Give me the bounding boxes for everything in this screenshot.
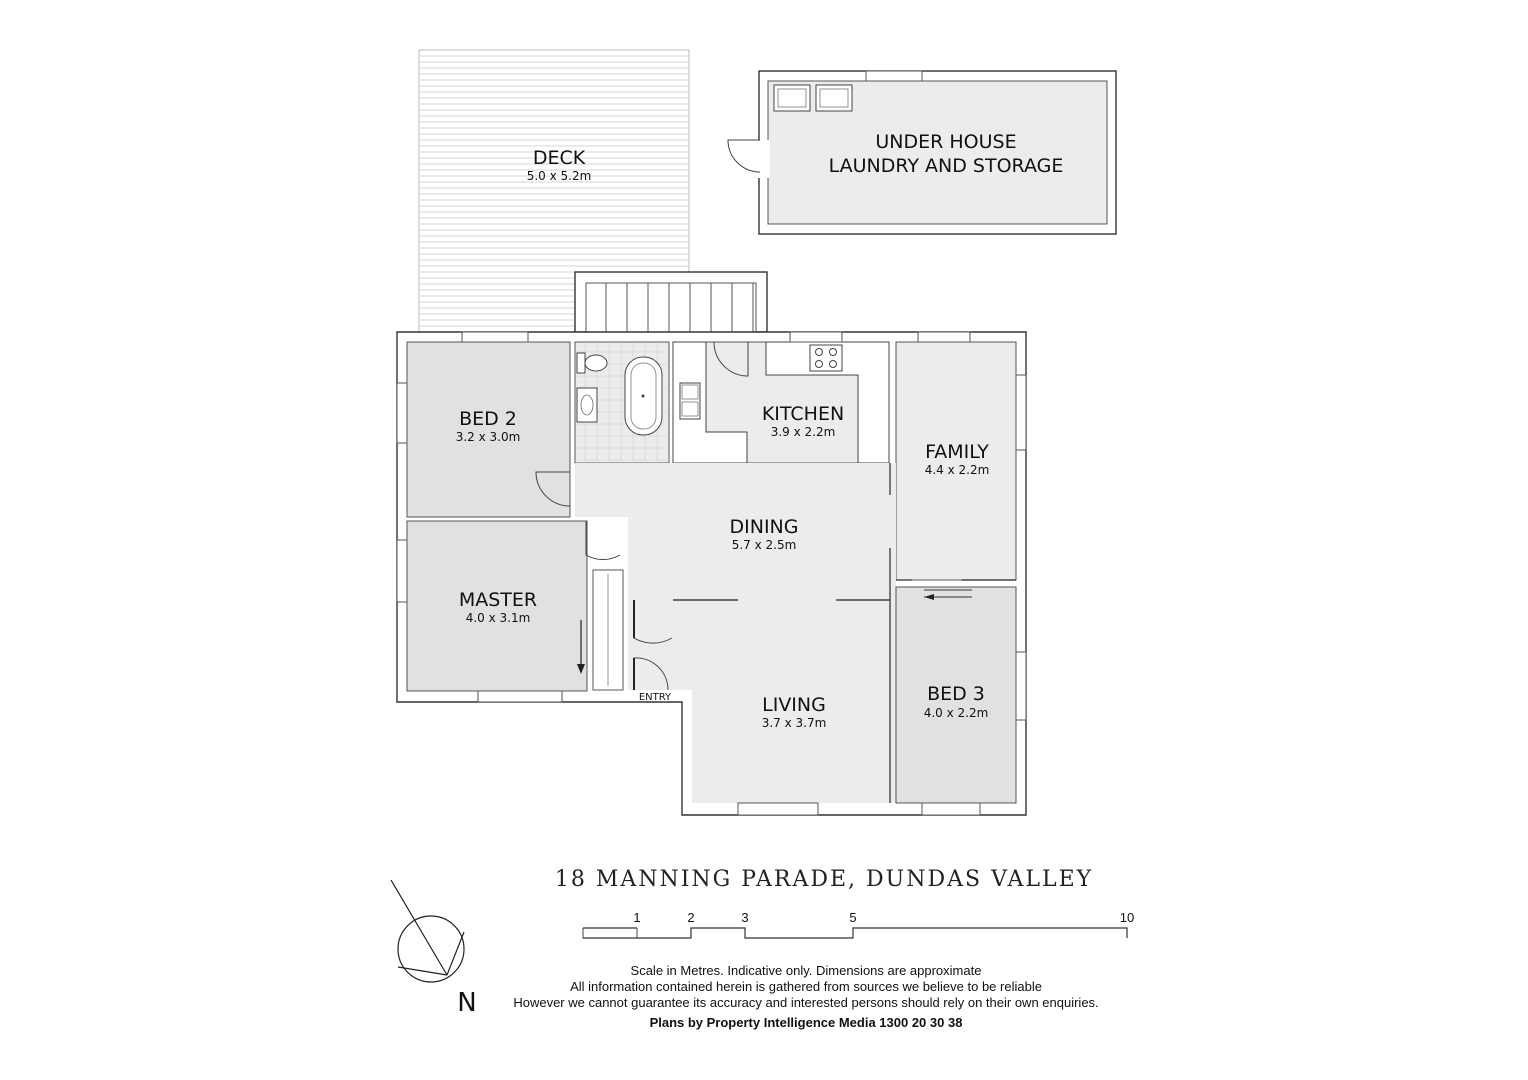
toilet-bowl [584, 354, 608, 372]
bed3-dimensions: 4.0 x 2.2m [924, 706, 989, 720]
bed2-room: BED 2 3.2 x 3.0m [396, 331, 571, 518]
deck-label: DECK [533, 147, 586, 169]
bathroom [574, 341, 670, 464]
bed3-room: BED 3 4.0 x 2.2m [895, 579, 1027, 816]
stairs [574, 271, 768, 333]
scale-tick-3: 3 [741, 910, 748, 925]
laundry-door [727, 139, 761, 173]
entry-label: ENTRY [639, 692, 672, 703]
kitchen-dimensions: 3.9 x 2.2m [771, 425, 836, 439]
laundry-window [865, 70, 923, 82]
dining-label: DINING [730, 516, 799, 538]
bed2-label: BED 2 [459, 408, 517, 430]
back-door [713, 341, 749, 377]
property-address: 18 MANNING PARADE, DUNDAS VALLEY [555, 867, 1093, 892]
deck: DECK 5.0 x 5.2m [418, 49, 690, 334]
dining-living-area: DINING 5.7 x 2.5m LIVING 3.7 x 3.7m ENTR… [575, 463, 896, 816]
master-door [585, 521, 621, 561]
bed3-label: BED 3 [927, 683, 985, 705]
bed2-door [535, 471, 571, 507]
laundry-storage: UNDER HOUSE LAUNDRY AND STORAGE [727, 70, 1117, 235]
kitchen-label: KITCHEN [762, 403, 844, 425]
family-dimensions: 4.4 x 2.2m [925, 463, 990, 477]
disclaimer-line-2: All information contained herein is gath… [570, 979, 1042, 994]
master-dimensions: 4.0 x 3.1m [466, 611, 531, 625]
master-label: MASTER [459, 589, 537, 611]
cooktop [809, 344, 843, 372]
scale-bar: 1 2 3 5 10 [582, 910, 1134, 939]
toilet-cistern [576, 352, 586, 374]
scale-tick-5: 5 [849, 910, 856, 925]
compass-north-label: N [457, 988, 476, 1018]
entry-door [633, 657, 669, 691]
laundry-label-1: UNDER HOUSE [875, 131, 1016, 153]
bed2-dimensions: 3.2 x 3.0m [456, 430, 521, 444]
hall-door [633, 600, 673, 644]
plans-credit: Plans by Property Intelligence Media 130… [650, 1015, 963, 1030]
scale-tick-1: 1 [633, 910, 640, 925]
disclaimer-line-1: Scale in Metres. Indicative only. Dimens… [631, 963, 982, 978]
laundry-label-2: LAUNDRY AND STORAGE [829, 155, 1064, 177]
compass-icon: N [390, 879, 477, 1018]
deck-boards [420, 55, 688, 327]
dining-dimensions: 5.7 x 2.5m [732, 538, 797, 552]
family-label: FAMILY [925, 441, 989, 463]
master-room: MASTER 4.0 x 3.1m [396, 520, 624, 703]
scale-tick-2: 2 [687, 910, 694, 925]
deck-dimensions: 5.0 x 5.2m [527, 169, 592, 183]
living-dimensions: 3.7 x 3.7m [762, 716, 827, 730]
scale-tick-10: 10 [1120, 910, 1134, 925]
kitchen-room: KITCHEN 3.9 x 2.2m [672, 331, 890, 464]
family-room: FAMILY 4.4 x 2.2m [895, 331, 1027, 581]
living-label: LIVING [762, 694, 826, 716]
disclaimer-line-3: However we cannot guarantee its accuracy… [513, 995, 1098, 1010]
